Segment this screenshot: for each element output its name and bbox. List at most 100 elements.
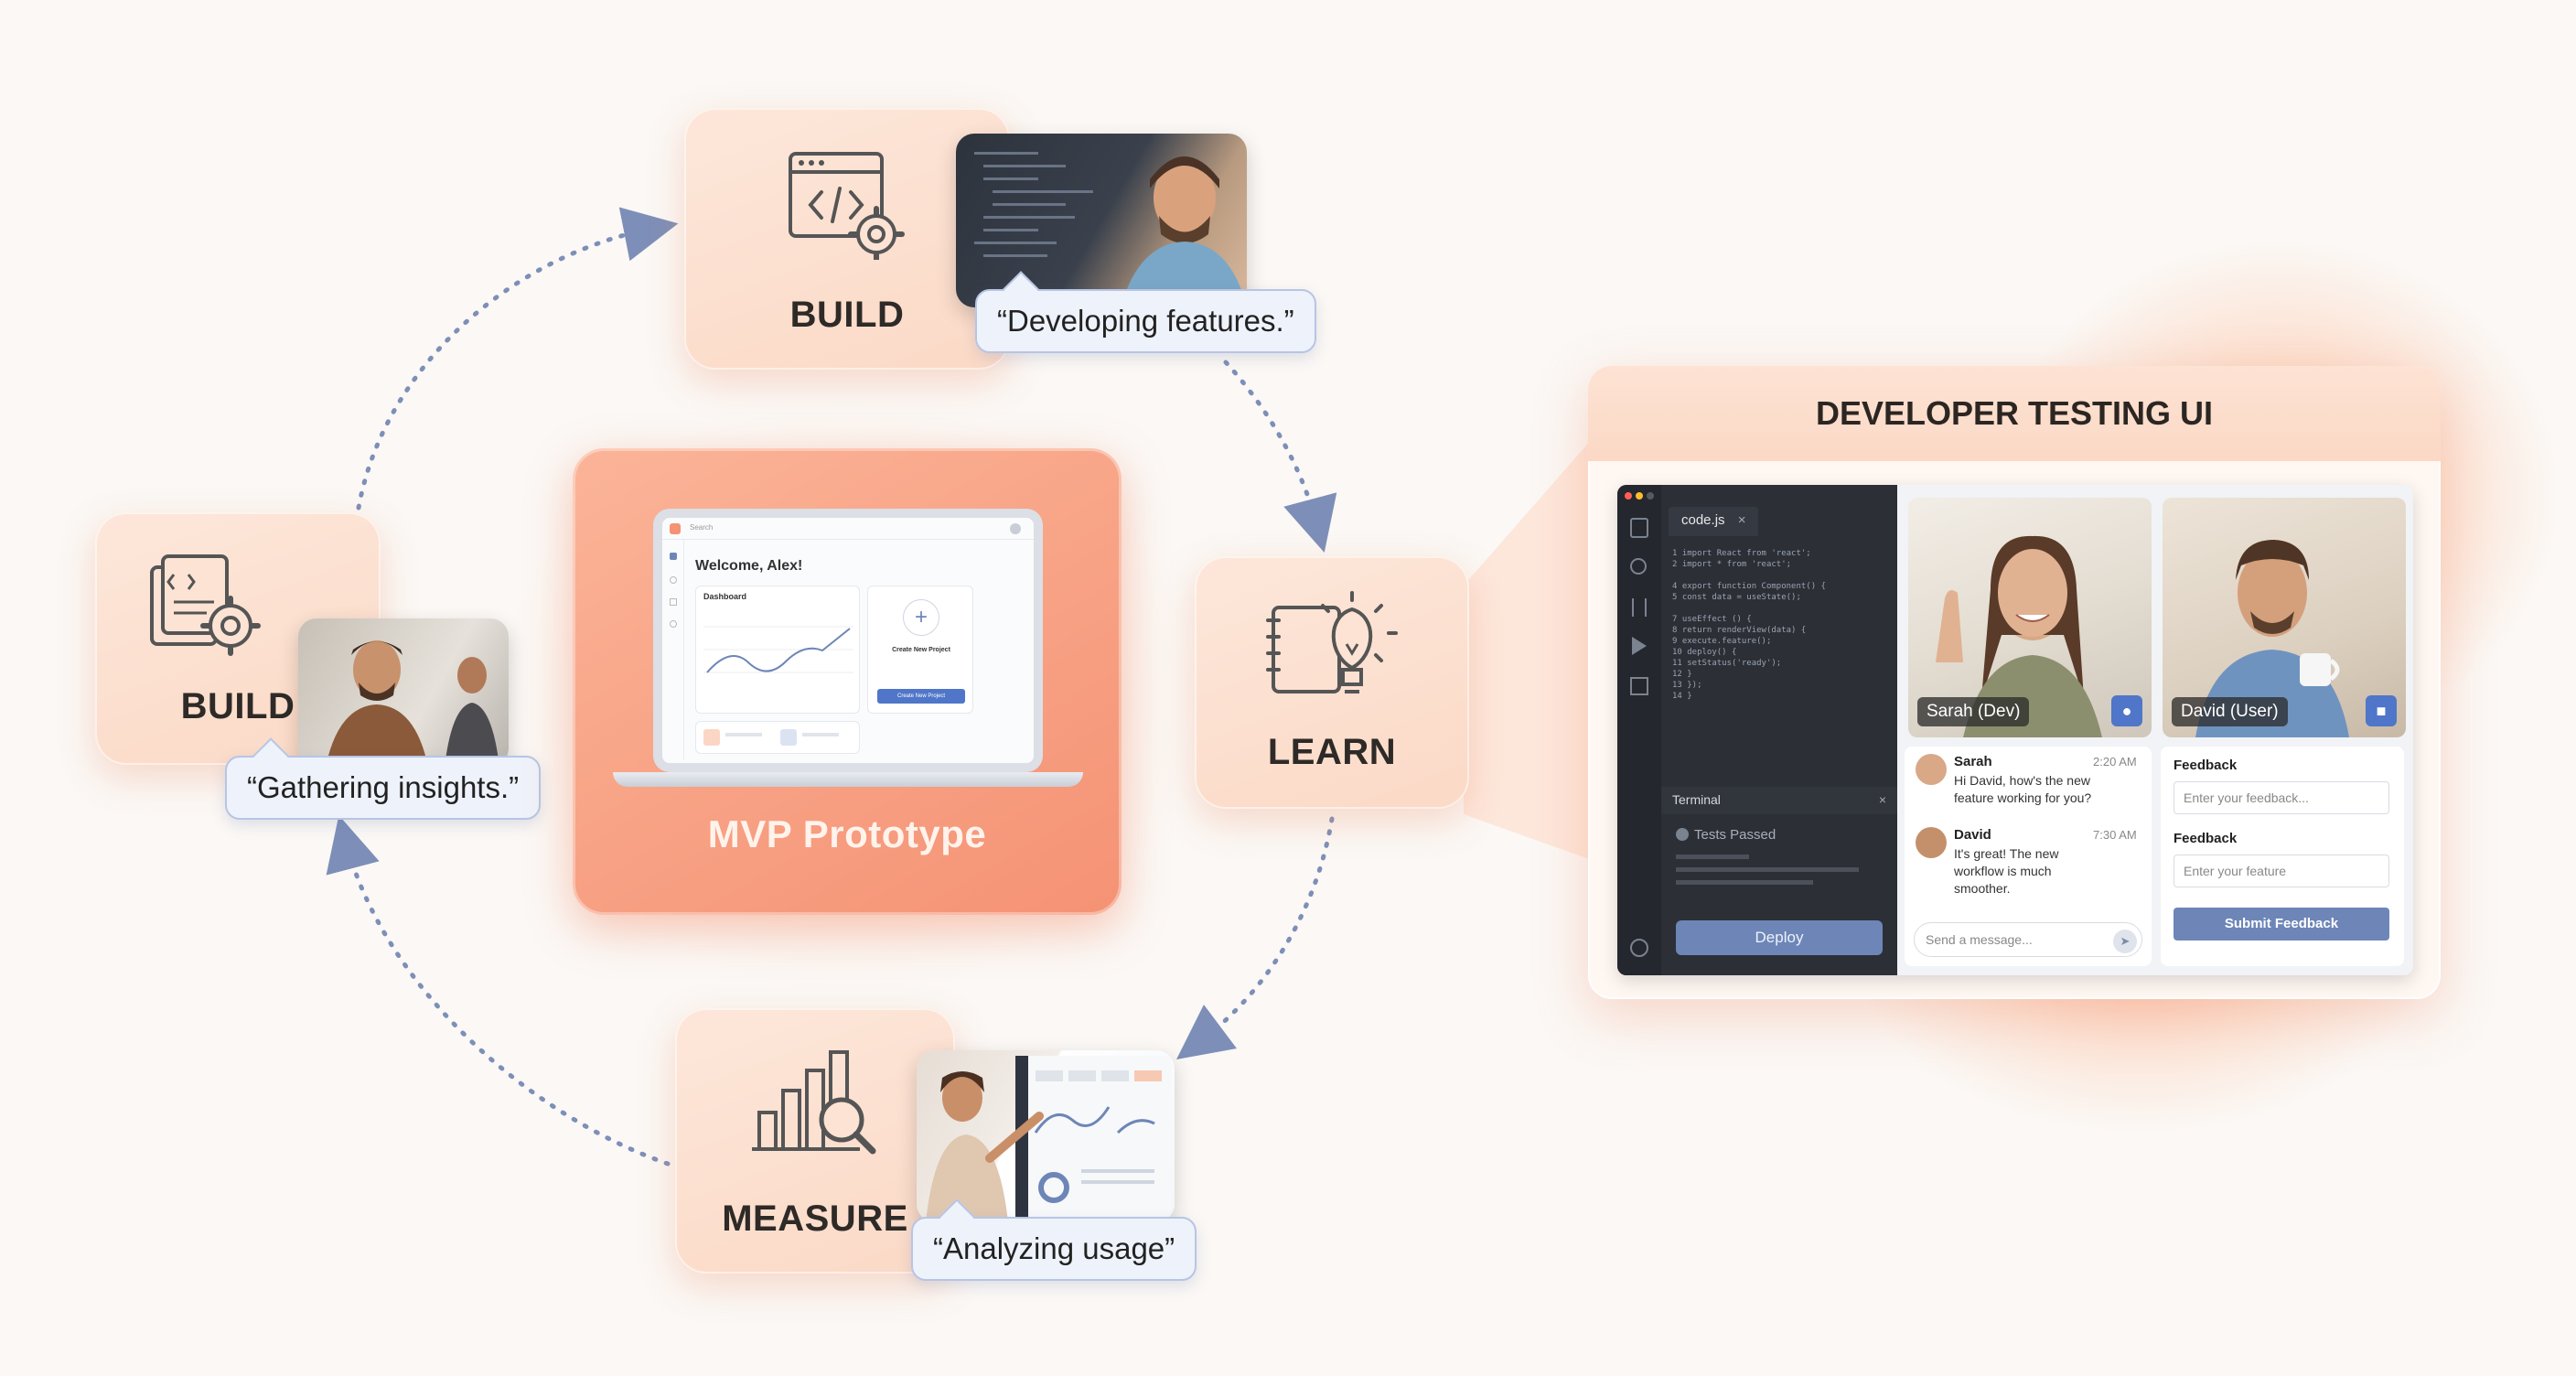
video-camera-icon[interactable]: ■ (2366, 695, 2397, 726)
build-label: BUILD (180, 686, 295, 726)
feedback-panel: Feedback Enter your feedback... Feedback… (2161, 747, 2404, 966)
editor-activity-bar (1617, 485, 1661, 975)
chat-message: It's great! The new workflow is much smo… (1954, 846, 2059, 896)
search-icon[interactable] (1630, 558, 1647, 575)
mvp-title: MVP Prototype (707, 812, 987, 855)
lightbulb-notebook-icon (1266, 591, 1398, 693)
close-terminal-icon[interactable]: × (1878, 792, 1886, 807)
quote-developing: “Developing features.” (975, 289, 1316, 353)
learn-stage: LEARN (1195, 556, 1469, 809)
deploy-button[interactable]: Deploy (1676, 920, 1883, 955)
code-line: 14 } (1672, 692, 1692, 701)
close-dot[interactable] (1625, 492, 1632, 500)
chat-author: Sarah (1954, 754, 1992, 769)
submit-feedback-button[interactable]: Submit Feedback (2174, 908, 2389, 941)
app-logo (670, 523, 681, 534)
analyst-photo (917, 1050, 1175, 1222)
placeholder-bar (725, 733, 762, 736)
files-icon[interactable] (1630, 518, 1648, 538)
code-line: 9 execute.feature(); (1672, 637, 1772, 646)
app-sidebar (662, 540, 684, 759)
home-icon[interactable] (670, 553, 677, 560)
feedback-label: Feedback (2174, 758, 2238, 773)
chat-time: 2:20 AM (2093, 755, 2137, 769)
feedback-label: Feedback (2174, 831, 2238, 846)
feedback-placeholder: Enter your feedback... (2184, 790, 2309, 805)
quote-analyzing: “Analyzing usage” (911, 1217, 1197, 1281)
code-tab[interactable]: code.js × (1669, 507, 1759, 536)
feature-placeholder: Enter your feature (2184, 864, 2287, 878)
feature-input[interactable]: Enter your feature (2174, 855, 2389, 887)
video-name-sarah: Sarah (Dev) (1917, 697, 2030, 726)
developer-photo (956, 134, 1247, 307)
chat-panel: Sarah 2:20 AM Hi David, how's the new fe… (1905, 747, 2152, 966)
avatar-sarah (1916, 754, 1947, 785)
avatar-david (1916, 827, 1947, 858)
feedback-input[interactable]: Enter your feedback... (2174, 781, 2389, 814)
summary-icon (703, 729, 720, 746)
dashboard-title: Dashboard (703, 592, 747, 601)
chat-message: Hi David, how's the new feature working … (1954, 773, 2092, 805)
arrow-learn-to-measure (1176, 816, 1335, 1060)
chat-message-input[interactable]: Send a message... (1914, 922, 2142, 957)
video-tile-sarah: Sarah (Dev) ● (1908, 498, 2152, 737)
insights-photo (298, 618, 509, 767)
maximize-dot[interactable] (1647, 492, 1654, 500)
terminal-label: Terminal (1672, 792, 1721, 807)
video-name-david: David (User) (2172, 697, 2288, 726)
run-icon[interactable] (1632, 637, 1647, 655)
laptop-base (613, 772, 1083, 787)
chat-time: 7:30 AM (2093, 828, 2137, 842)
placeholder-bar (1676, 880, 1813, 885)
nav-icon[interactable] (670, 576, 677, 584)
create-project-button[interactable]: Create New Project (877, 689, 965, 704)
terminal-tab[interactable]: Terminal × (1661, 787, 1897, 814)
code-gear-icon (789, 152, 905, 260)
app-search[interactable]: Search (690, 523, 714, 532)
code-line: 10 deploy() { (1672, 648, 1737, 657)
arrow-build-to-learn (1223, 360, 1337, 553)
video-tile-david: David (User) ■ (2163, 498, 2406, 737)
placeholder-bar (1676, 855, 1749, 859)
code-line: 2 import * from 'react'; (1672, 560, 1792, 569)
documents-gear-icon (150, 554, 261, 656)
minimize-dot[interactable] (1636, 492, 1643, 500)
tests-passed-text: Tests Passed (1694, 827, 1776, 843)
chat-placeholder: Send a message... (1926, 932, 2033, 947)
chat-author: David (1954, 827, 1991, 843)
close-tab-icon[interactable]: × (1737, 512, 1746, 528)
code-line: 5 const data = useState(); (1672, 593, 1801, 602)
code-line: 1 import React from 'react'; (1672, 549, 1811, 558)
panel-title: DEVELOPER TESTING UI (1588, 366, 2441, 461)
microphone-icon[interactable]: ● (2111, 695, 2142, 726)
plus-icon[interactable]: + (903, 599, 939, 636)
settings-gear-icon[interactable] (1630, 939, 1648, 957)
check-icon (1676, 828, 1689, 841)
nav-icon[interactable] (670, 598, 677, 606)
send-icon[interactable]: ➤ (2113, 930, 2137, 953)
placeholder-bar (802, 733, 839, 736)
arrow-measure-to-left (326, 814, 671, 1166)
testing-window: code.js × 1 import React from 'react'; 2… (1617, 485, 2413, 975)
summary-icon (780, 729, 797, 746)
code-line: 8 return renderView(data) { (1672, 626, 1807, 635)
developer-testing-panel: DEVELOPER TESTING UI code.js × 1 import … (1588, 366, 2441, 999)
build-stage-top: BUILD (684, 108, 1010, 370)
extensions-icon[interactable] (1630, 677, 1648, 695)
measure-label: MEASURE (722, 1199, 908, 1239)
code-line: 11 setStatus('ready'); (1672, 659, 1782, 668)
bar-chart-magnifier-icon (752, 1050, 876, 1155)
branch-icon[interactable] (1632, 598, 1647, 617)
avatar[interactable] (1010, 523, 1021, 534)
mvp-prototype-card: Search Welcome, Alex! Dashboard + Create… (573, 448, 1122, 915)
create-project-card: + Create New Project Create New Project (867, 586, 973, 714)
code-editor: code.js × 1 import React from 'react'; 2… (1617, 485, 1897, 975)
settings-icon[interactable] (670, 620, 677, 628)
welcome-heading: Welcome, Alex! (695, 558, 803, 574)
build-label: BUILD (789, 295, 905, 335)
code-line: 7 useEffect () { (1672, 615, 1752, 624)
dashboard-card: Dashboard (695, 586, 860, 714)
panel-connector (1464, 439, 1592, 860)
code-line: 12 } (1672, 670, 1692, 679)
